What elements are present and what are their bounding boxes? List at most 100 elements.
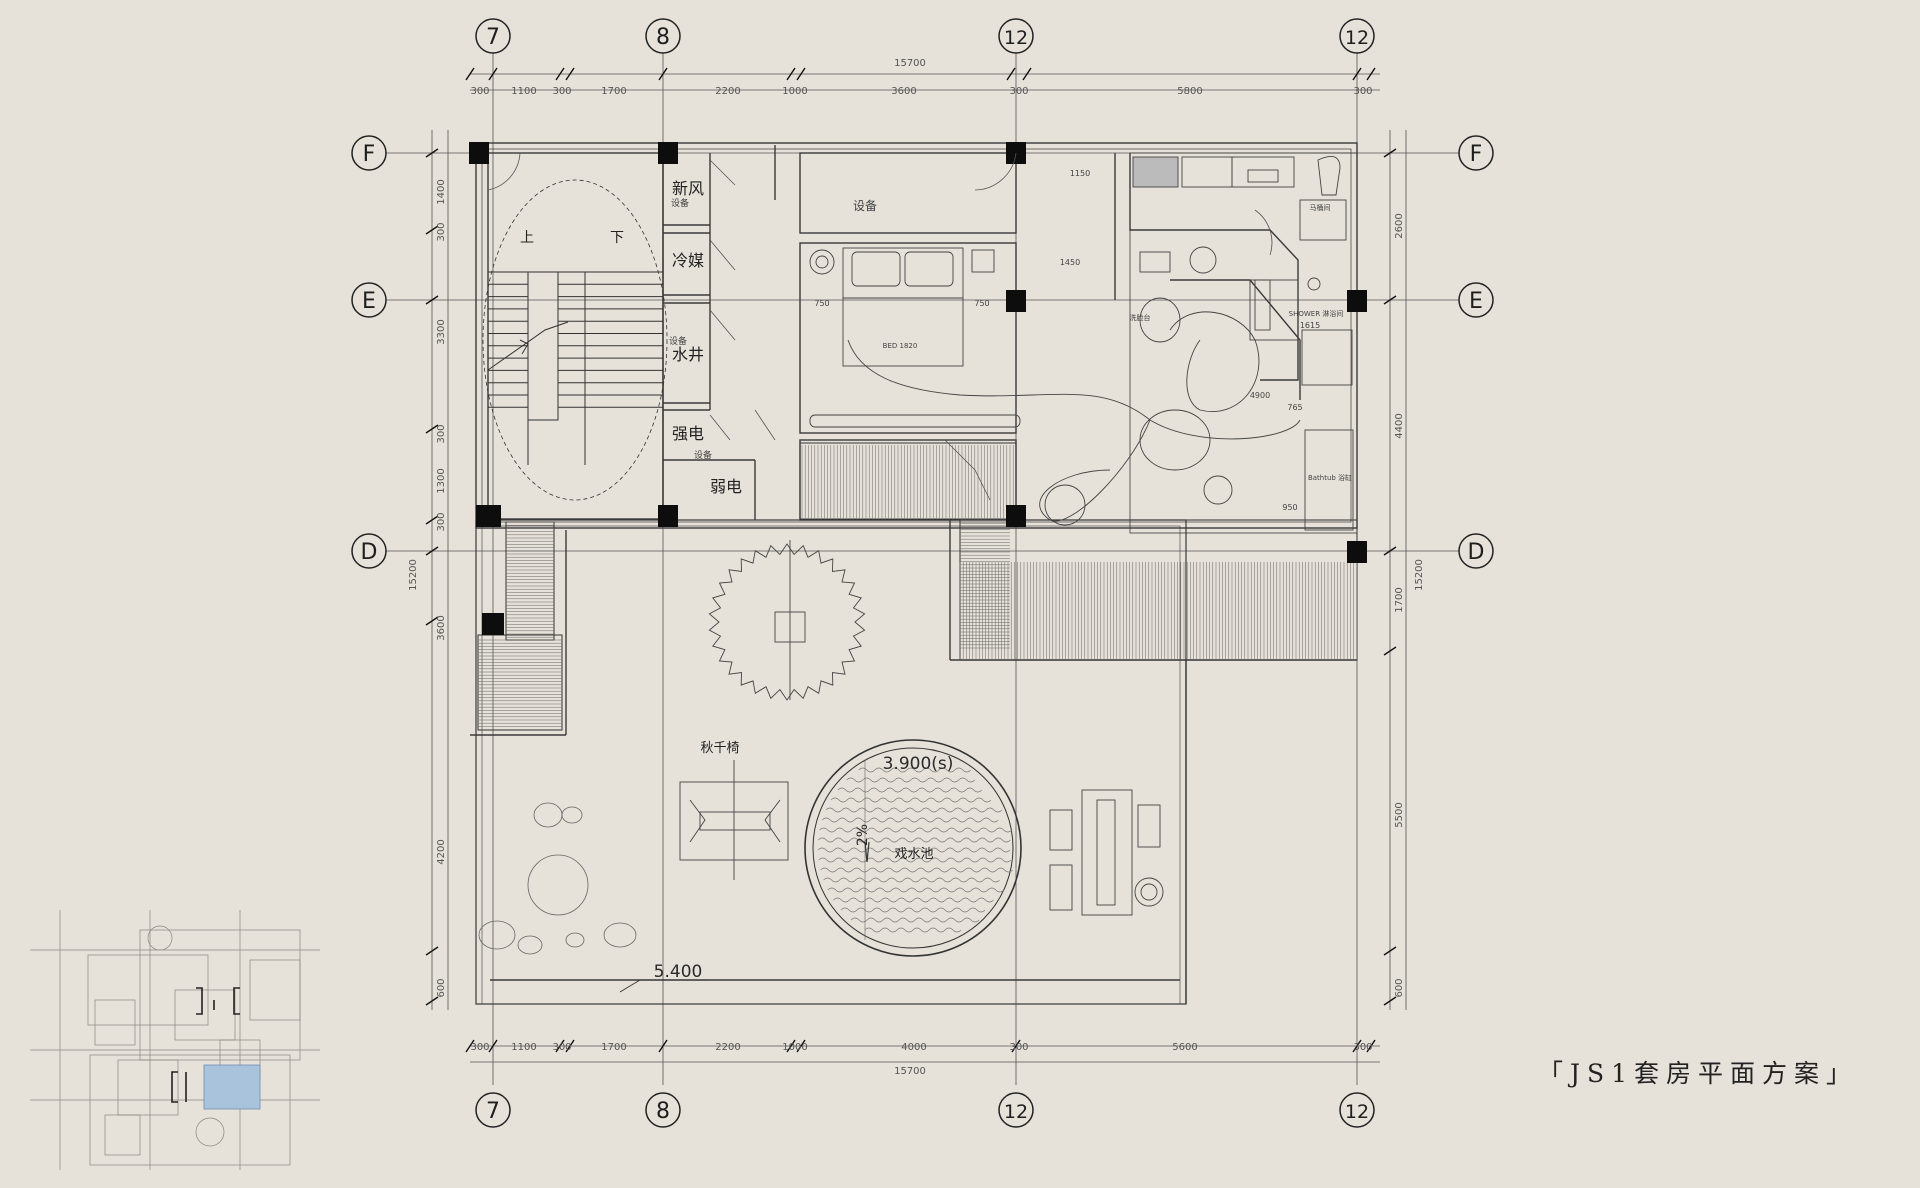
wash-label: 洗脸台 [1130,313,1151,322]
slope-label: 2% [855,824,871,846]
lounge-furniture [1049,789,1164,916]
dim-1450: 1450 [1060,258,1080,267]
grid-bubbles: 7 8 12 12 7 8 12 12 F E D F E D [351,18,1494,1128]
pool-wave [837,787,983,793]
svg-text:7: 7 [486,25,500,50]
dimension-lines [385,50,1465,1085]
refrigerant-label: 冷媒 [672,251,704,270]
dim-750b: 750 [974,299,989,308]
svg-text:F: F [363,142,376,167]
dim-bottom-seg: 2200 [715,1042,740,1053]
dim-left-total: 15200 [408,559,419,591]
pool-wave [825,807,1003,813]
strong-power-label: 强电 [672,424,704,443]
dim-top-seg: 1100 [511,86,536,97]
equipment-label: 设备 [669,335,687,347]
terrace-level-label: 5.400 [654,962,703,982]
pool-wave [817,847,1011,853]
dim-top-seg: 1000 [782,86,807,97]
pool-wave [818,857,1012,863]
bath-labels: SHOWER 淋浴间 马桶间 Bathtub 浴缸 洗脸台 1150 1450 … [1060,169,1352,512]
dim-bottom-seg: 300 [470,1042,489,1053]
page-title: 「JS1套房平面方案」 [1538,1059,1859,1088]
dim-left-seg: 1400 [436,179,447,204]
svg-text:D: D [361,540,378,565]
dim-left-seg: 300 [436,222,447,241]
dim-left-seg: 4200 [436,839,447,864]
bed [809,247,1301,522]
dim-4900: 4900 [1250,391,1270,400]
svg-text:12: 12 [1004,1101,1028,1123]
pool [804,739,1022,957]
dimension-texts: 15700 300 1100 300 1700 2200 1000 3600 3… [408,58,1425,1077]
stair-down-label: 下 [610,230,624,246]
grid-bubble-col-8-top: 8 [645,18,681,54]
grid-bubble-col-7-top: 7 [475,18,511,54]
dim-bottom-seg: 1700 [601,1042,626,1053]
hatch-layer [478,445,1358,730]
pool-wave [821,817,999,823]
structural-columns [469,142,1367,635]
walls [470,142,1358,1005]
bath-fixtures [1044,155,1354,531]
weak-power-label: 弱电 [710,477,742,496]
water-well-label: 水井 [672,345,704,364]
dim-right-seg: 2600 [1394,213,1405,238]
grid-bubble-col-12b-top: 12 [1339,18,1375,54]
equipment-room-label: 设备 [853,199,877,213]
key-plan [30,910,320,1170]
dim-left-seg: 1300 [436,468,447,493]
key-plan-highlight [203,1064,261,1110]
grid-bubble-row-e-left: E [351,282,387,318]
svg-text:12: 12 [1345,27,1369,49]
dim-bottom-seg: 1000 [782,1042,807,1053]
dim-right-seg: 5500 [1394,802,1405,827]
pool-wave [830,797,992,803]
dim-1150: 1150 [1070,169,1090,178]
shower-label: SHOWER 淋浴间 [1289,309,1344,318]
svg-text:E: E [1469,289,1483,314]
grid-bubble-col-12a-bottom: 12 [998,1092,1034,1128]
equipment-label: 设备 [694,449,712,461]
dim-left-seg: 300 [436,512,447,531]
pool-wave [864,927,962,933]
pool-wave [858,767,972,773]
fresh-air-label: 新风 [672,179,704,198]
dim-top-seg: 300 [1353,86,1372,97]
pool-wave [819,827,1012,833]
bathtub-label: Bathtub 浴缸 [1308,473,1352,482]
shaft-labels: 新风 设备 冷媒 设备 水井 强电 设备 弱电 设备 [669,179,877,496]
dim-left-seg: 600 [436,978,447,997]
dim-bottom-seg: 5600 [1172,1042,1197,1053]
dim-950: 950 [1282,503,1297,512]
dim-top-seg: 300 [470,86,489,97]
grid-bubble-row-f-left: F [351,135,387,171]
grid-bubble-row-d-left: D [351,533,387,569]
pool-wave [840,907,986,913]
dim-left-seg: 3600 [436,615,447,640]
dim-top-seg: 300 [552,86,571,97]
dim-top-seg: 1700 [601,86,626,97]
deck-hatching [477,442,1358,731]
pool-wave [820,867,1013,873]
stair-up-label: 上 [520,230,534,246]
svg-text:12: 12 [1004,27,1028,49]
equipment-label: 设备 [671,197,689,209]
swing-chair [679,760,789,880]
dim-top-seg: 5800 [1177,86,1202,97]
pool-label: 戏水池 [894,847,933,862]
grid-bubble-col-8-bottom: 8 [645,1092,681,1128]
pool-wave [827,887,1005,893]
terrace-level-marker [619,979,708,993]
dim-bottom-seg: 300 [1353,1042,1372,1053]
grid-bubble-row-e-right: E [1458,282,1494,318]
pool-wave [850,917,980,923]
pool-wave [818,837,1011,843]
svg-text:12: 12 [1345,1101,1369,1123]
pool-wave [846,777,975,783]
landscape-stones [478,802,637,955]
doors [487,152,1273,501]
toilet-label: 马桶间 [1310,203,1331,212]
grid-bubble-col-12b-bottom: 12 [1339,1092,1375,1128]
